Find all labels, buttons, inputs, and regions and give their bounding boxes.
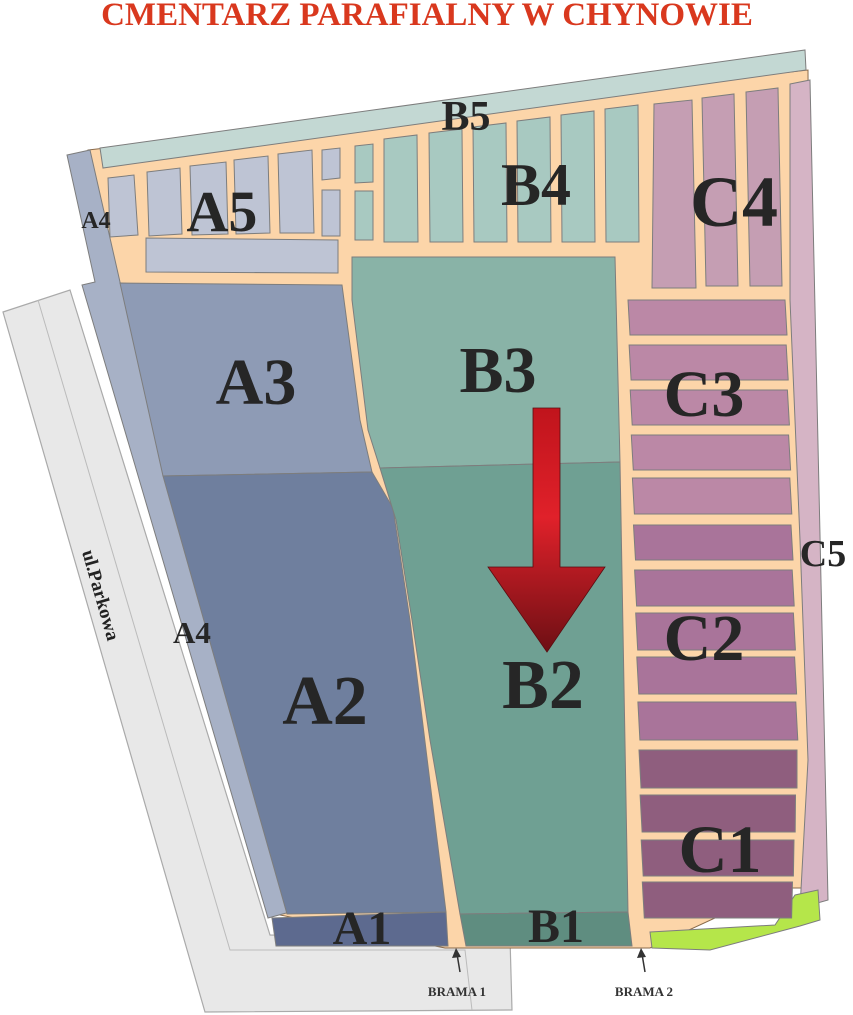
grave-plot bbox=[145, 237, 339, 274]
label-b2: B2 bbox=[502, 647, 584, 724]
section-b4-plots[interactable] bbox=[354, 104, 640, 243]
label-b1: B1 bbox=[528, 900, 584, 953]
grave-plot bbox=[701, 93, 739, 287]
label-c4: C4 bbox=[690, 162, 778, 242]
grave-plot bbox=[516, 116, 552, 243]
grave-plot bbox=[277, 149, 315, 234]
gate-1: BRAMA 1 bbox=[428, 948, 486, 999]
grave-plot bbox=[639, 794, 797, 833]
grave-plot bbox=[651, 99, 697, 289]
gate-arrow-icon bbox=[637, 948, 646, 958]
grave-plot bbox=[428, 128, 464, 243]
label-a5: A5 bbox=[187, 179, 258, 244]
gate-2: BRAMA 2 bbox=[615, 948, 673, 999]
grave-plot bbox=[637, 701, 799, 741]
grave-plot bbox=[321, 147, 341, 181]
grave-plot bbox=[745, 87, 783, 287]
map-title: CMENTARZ PARAFIALNY W CHYNOWIE bbox=[101, 0, 753, 33]
gate-1-label: BRAMA 1 bbox=[428, 984, 486, 999]
section-c5-strip[interactable] bbox=[789, 79, 829, 909]
label-c1: C1 bbox=[678, 811, 761, 887]
label-b3: B3 bbox=[459, 334, 536, 407]
grave-plot bbox=[189, 161, 229, 236]
label-b4: B4 bbox=[501, 152, 571, 218]
grave-plot bbox=[636, 656, 798, 695]
grave-plot bbox=[107, 174, 139, 238]
section-a2[interactable] bbox=[162, 471, 447, 915]
grave-plot bbox=[472, 122, 508, 243]
grave-plot bbox=[630, 434, 792, 471]
arrow-down-icon bbox=[487, 407, 606, 653]
label-c2: C2 bbox=[664, 602, 745, 675]
gate-arrow-icon bbox=[452, 948, 461, 958]
grave-plot bbox=[604, 104, 640, 243]
grave-plot bbox=[634, 569, 795, 607]
label-a4-side: A4 bbox=[173, 615, 211, 650]
section-a1[interactable] bbox=[271, 911, 449, 947]
label-b5: B5 bbox=[441, 94, 490, 140]
label-c5: C5 bbox=[800, 533, 846, 575]
label-a2: A2 bbox=[282, 663, 368, 740]
grave-plot bbox=[640, 839, 795, 877]
grave-plot bbox=[233, 155, 271, 235]
grave-plot bbox=[383, 134, 419, 243]
gate-2-label: BRAMA 2 bbox=[615, 984, 673, 999]
grave-plot bbox=[641, 881, 794, 919]
grave-plot bbox=[354, 190, 374, 241]
grave-plot bbox=[560, 110, 596, 243]
label-a1: A1 bbox=[333, 902, 392, 955]
grave-plot bbox=[632, 524, 794, 561]
grave-plot bbox=[321, 189, 341, 237]
grave-plot bbox=[628, 344, 789, 381]
grave-plot bbox=[638, 749, 798, 789]
grave-plot bbox=[354, 143, 374, 184]
section-c4-plots[interactable] bbox=[651, 87, 783, 289]
label-a4-top: A4 bbox=[81, 208, 110, 234]
section-c-rows[interactable] bbox=[627, 299, 799, 919]
grave-plot bbox=[146, 167, 183, 237]
grave-plot bbox=[627, 299, 788, 336]
section-b1[interactable] bbox=[459, 911, 633, 947]
section-a5-plots[interactable] bbox=[107, 147, 341, 274]
label-c3: C3 bbox=[664, 358, 745, 431]
section-b5-strip[interactable] bbox=[99, 49, 807, 169]
label-a3: A3 bbox=[216, 346, 297, 419]
grave-plot bbox=[631, 477, 793, 515]
grave-plot bbox=[635, 612, 796, 651]
section-a3[interactable] bbox=[119, 282, 373, 477]
grave-plot bbox=[629, 389, 790, 426]
